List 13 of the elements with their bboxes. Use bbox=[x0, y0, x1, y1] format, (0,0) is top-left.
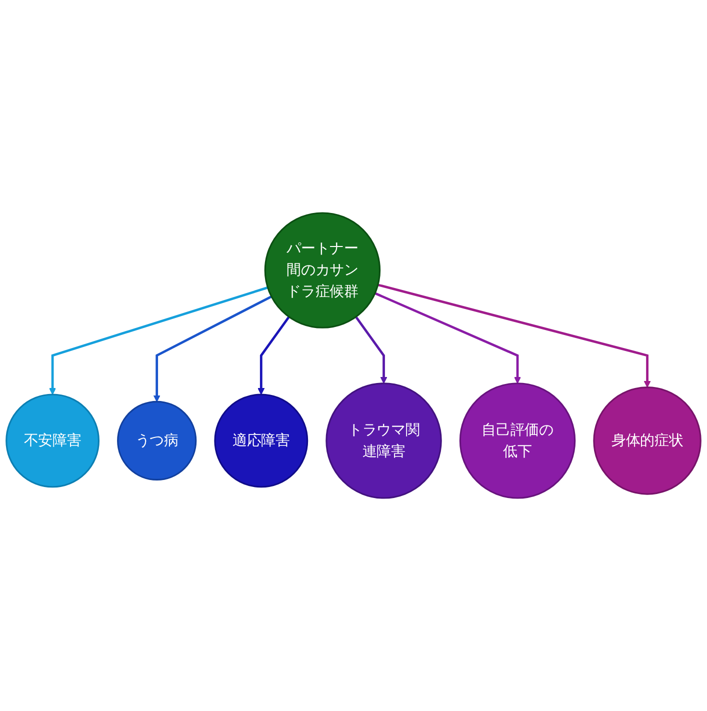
arrow bbox=[374, 292, 522, 384]
arrow bbox=[258, 316, 290, 395]
arrow bbox=[378, 284, 651, 388]
node-circle: 不安障害 bbox=[6, 394, 100, 488]
node-circle: トラウマ関連障害 bbox=[326, 382, 442, 499]
arrow bbox=[49, 286, 268, 395]
node-circle: 適応障害 bbox=[214, 394, 308, 488]
node-circle: 身体的症状 bbox=[593, 386, 702, 495]
node-circle: 自己評価の低下 bbox=[459, 382, 576, 499]
arrow bbox=[354, 316, 388, 384]
arrow bbox=[153, 295, 272, 402]
node-circle: パートナー間のカサンドラ症候群 bbox=[264, 212, 381, 328]
node-circle: うつ病 bbox=[117, 400, 197, 480]
